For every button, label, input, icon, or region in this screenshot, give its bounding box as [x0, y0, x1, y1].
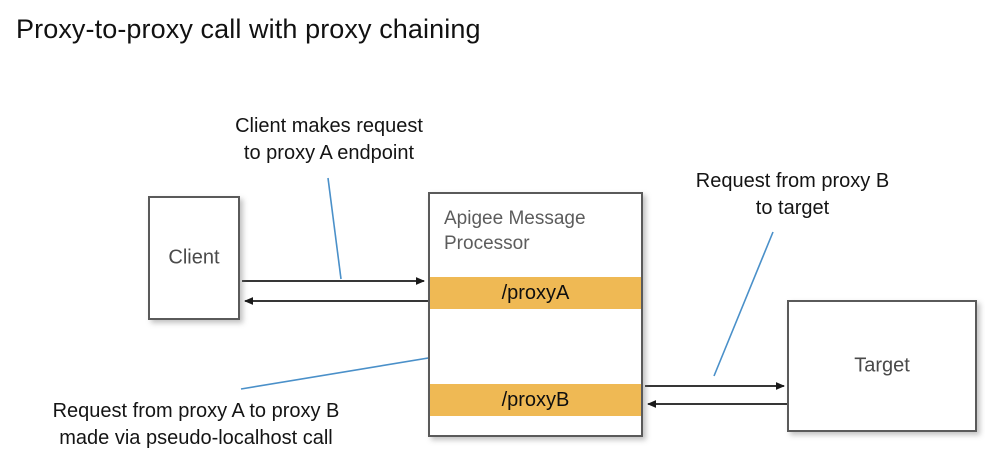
node-target-label: Target	[854, 354, 910, 377]
node-client-label: Client	[168, 246, 220, 269]
leader-line-client-request	[327, 177, 342, 280]
band-proxy-b[interactable]: /proxyB	[430, 384, 641, 416]
annotation-client-request: Client makes request to proxy A endpoint	[235, 115, 423, 164]
node-client[interactable]: Client	[148, 196, 240, 320]
node-message-processor-title: Apigee Message Processor	[444, 208, 586, 254]
annotation-proxyb-to-target: Request from proxy B to target	[695, 170, 890, 219]
page-title: Proxy-to-proxy call with proxy chaining	[16, 14, 481, 44]
node-message-processor[interactable]: Apigee Message Processor /proxyA /proxyB	[428, 192, 643, 437]
node-target[interactable]: Target	[787, 300, 977, 432]
annotation-proxy-chaining: Request from proxy A to proxy B made via…	[52, 400, 340, 449]
leader-line-proxyb-to-target	[713, 231, 774, 377]
band-proxy-a[interactable]: /proxyA	[430, 277, 641, 309]
